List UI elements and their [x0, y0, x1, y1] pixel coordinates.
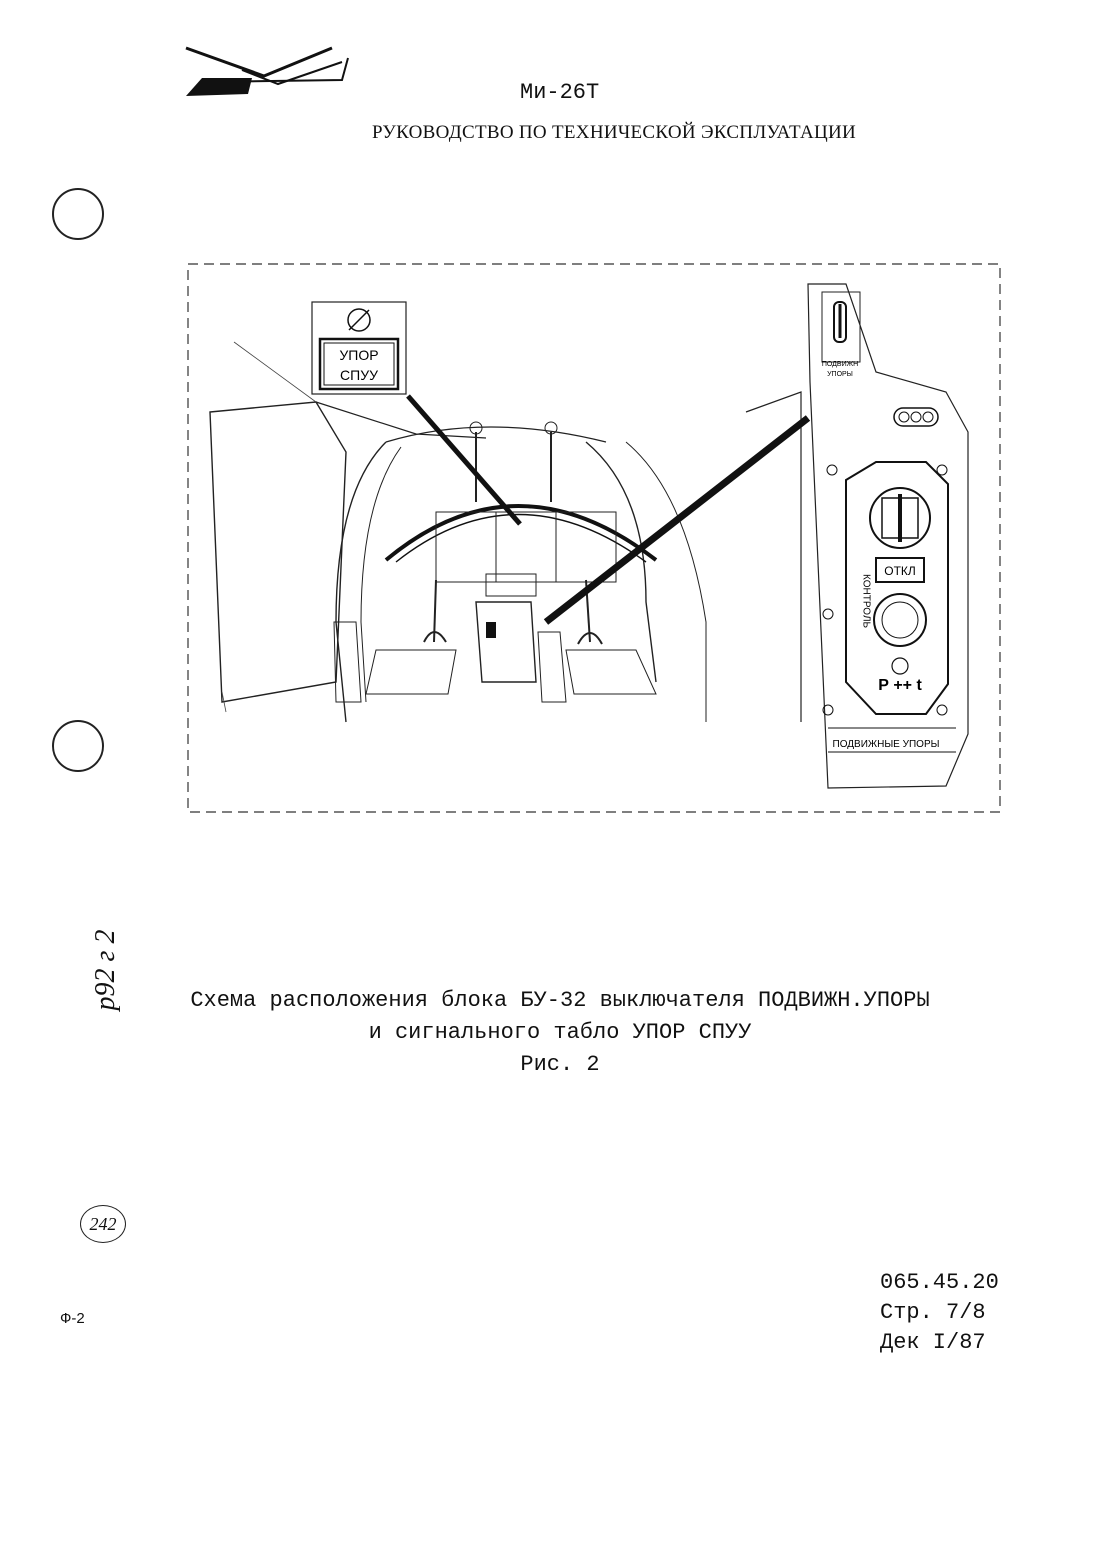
- helicopter-logo: [185, 46, 349, 96]
- tablo-label-1: УПОР: [339, 347, 378, 363]
- panel-pt: Р ++ t: [878, 677, 922, 694]
- cockpit-figure: УПОР СПУУ ПОДВИЖН УПОРЫ ОТКЛ КОНТРОЛЬ Р …: [186, 262, 1002, 814]
- caption-line-3: Рис. 2: [520, 1052, 600, 1077]
- manual-title: РУКОВОДСТВО ПО ТЕХНИЧЕСКОЙ ЭКСПЛУАТАЦИИ: [372, 122, 857, 143]
- switch-label-1: ПОДВИЖН: [822, 361, 858, 368]
- helicopter-model: Ми-26Т: [520, 80, 600, 105]
- document-number: 065.45.20: [880, 1270, 999, 1295]
- form-code: Ф-2: [60, 1310, 85, 1327]
- handwritten-note: р92 г 2: [90, 929, 121, 1011]
- document-reference: 065.45.20 Стр. 7/8 Дек I/87: [880, 1268, 999, 1358]
- caption-line-1: Схема расположения блока БУ-32 выключате…: [190, 988, 930, 1013]
- panel-otkl: ОТКЛ: [884, 564, 916, 578]
- tablo-label-2: СПУУ: [340, 367, 378, 383]
- cockpit-drawing: УПОР СПУУ ПОДВИЖН УПОРЫ ОТКЛ КОНТРОЛЬ Р …: [187, 263, 1001, 813]
- panel-kontrol: КОНТРОЛЬ: [861, 574, 872, 629]
- binder-hole-top: [52, 188, 104, 240]
- page-number: Стр. 7/8: [880, 1300, 986, 1325]
- binder-hole-bottom: [52, 720, 104, 772]
- revision: Дек I/87: [880, 1330, 986, 1355]
- panel-bottom-label: ПОДВИЖНЫЕ УПОРЫ: [833, 739, 940, 750]
- switch-label-2: УПОРЫ: [827, 371, 853, 378]
- figure-caption: Схема расположения блока БУ-32 выключате…: [120, 985, 1000, 1081]
- page-stamp: 242: [80, 1205, 126, 1243]
- caption-line-2: и сигнального табло УПОР СПУУ: [368, 1020, 752, 1045]
